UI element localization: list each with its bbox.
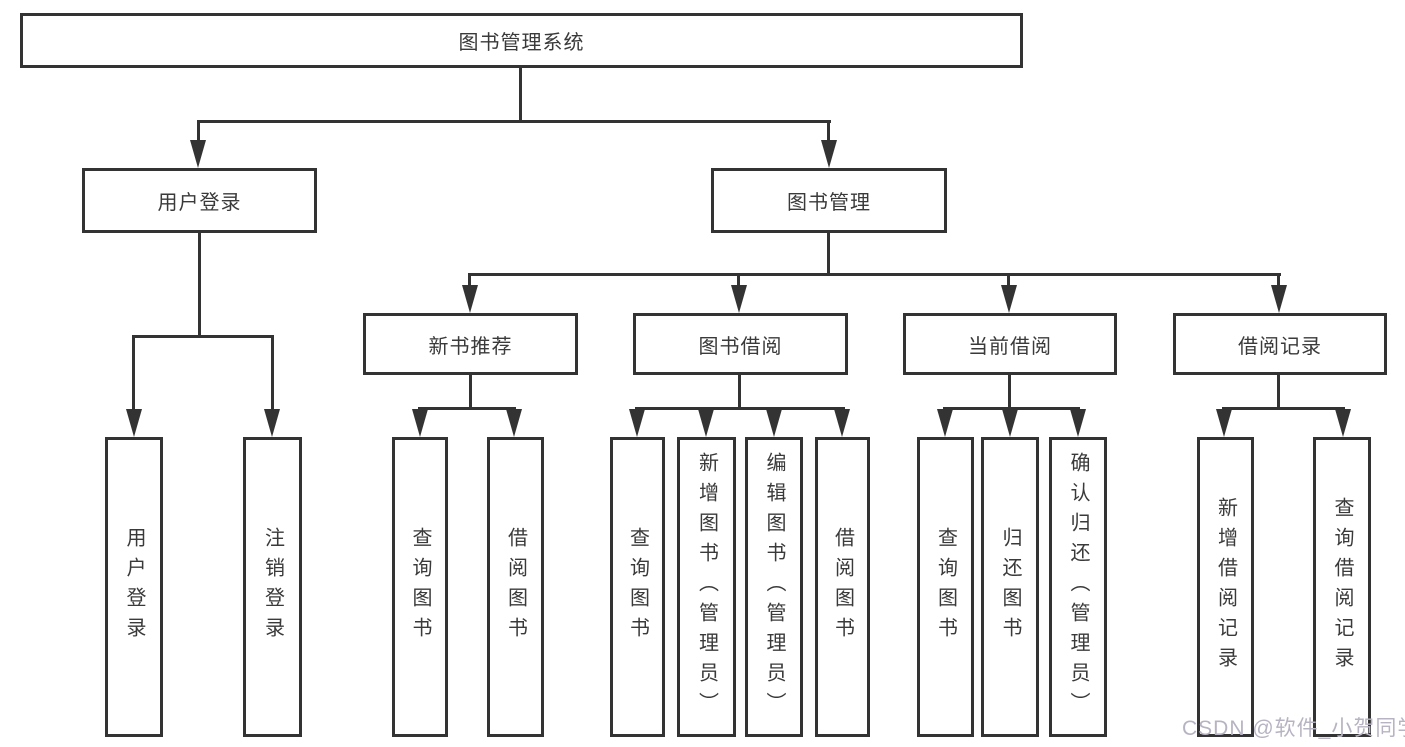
connector-new-book-rec-branch (418, 407, 516, 410)
connector-book-borrow-branch (635, 407, 845, 410)
arrow-down-icon (506, 409, 522, 437)
node-book-borrow: 图书借阅 (633, 313, 848, 375)
leaf-br-query-record-label: 查询借阅记录 (1331, 497, 1353, 677)
leaf-bb-query-books: 查询图书 (610, 437, 665, 737)
connector-level3-stub (737, 273, 740, 287)
connector-root-branch (197, 120, 831, 123)
node-book-mgmt-label: 图书管理 (787, 192, 871, 214)
connector-book-borrow-drop (738, 375, 741, 407)
arrow-down-icon (629, 409, 645, 437)
node-new-book-rec: 新书推荐 (363, 313, 578, 375)
leaf-cb-confirm-return: 确认归还（管理员） (1049, 437, 1107, 737)
node-current-borrow: 当前借阅 (903, 313, 1117, 375)
arrow-down-icon (937, 409, 953, 437)
leaf-nbr-query-books-label: 查询图书 (409, 527, 431, 647)
csdn-watermark: CSDN @软件_小贺同学 (1182, 717, 1405, 740)
arrow-down-icon (731, 285, 747, 313)
connector-book-mgmt-drop (827, 232, 830, 273)
arrow-down-icon (126, 409, 142, 437)
node-current-borrow-label: 当前借阅 (968, 335, 1052, 358)
connector-user-login-drop (198, 233, 201, 335)
node-new-book-rec-label: 新书推荐 (428, 335, 513, 358)
arrow-down-icon (1070, 409, 1086, 437)
leaf-br-add-record: 新增借阅记录 (1197, 437, 1254, 737)
connector-level3-stub (468, 273, 471, 287)
connector-leaf-stub (271, 335, 274, 411)
arrow-down-icon (766, 409, 782, 437)
leaf-nbr-borrow-books: 借阅图书 (487, 437, 544, 737)
node-user-login: 用户登录 (82, 168, 317, 233)
node-book-borrow-label: 图书借阅 (698, 335, 783, 358)
leaf-br-add-record-label: 新增借阅记录 (1214, 497, 1237, 677)
leaf-bb-query-books-label: 查询图书 (626, 527, 649, 647)
connector-user-login-branch (132, 335, 274, 338)
leaf-bb-borrow-books-label: 借阅图书 (831, 527, 854, 647)
arrow-down-icon (1271, 285, 1287, 313)
connector-borrow-records-branch (1222, 407, 1345, 410)
connector-borrow-records-drop (1277, 375, 1280, 407)
leaf-bb-borrow-books: 借阅图书 (815, 437, 870, 737)
connector-root-drop (519, 68, 522, 120)
arrow-down-icon (412, 409, 428, 437)
leaf-nbr-borrow-books-label: 借阅图书 (504, 527, 527, 647)
node-borrow-records-label: 借阅记录 (1238, 335, 1322, 358)
leaf-cb-query-books-label: 查询图书 (934, 527, 957, 647)
connector-current-borrow-branch (943, 407, 1080, 410)
arrow-down-icon (264, 409, 280, 437)
arrow-down-icon (1002, 409, 1018, 437)
leaf-bb-add-books: 新增图书（管理员） (677, 437, 736, 737)
connector-leaf-stub (132, 335, 135, 411)
leaf-user-login: 用户登录 (105, 437, 163, 737)
leaf-br-query-record: 查询借阅记录 (1313, 437, 1371, 737)
connector-level3-stub (1007, 273, 1010, 287)
leaf-logout: 注销登录 (243, 437, 302, 737)
arrow-down-icon (1001, 285, 1017, 313)
arrow-down-icon (190, 140, 206, 168)
node-root: 图书管理系统 (20, 13, 1023, 68)
leaf-nbr-query-books: 查询图书 (392, 437, 448, 737)
node-borrow-records: 借阅记录 (1173, 313, 1387, 375)
connector-new-book-rec-drop (469, 375, 472, 407)
node-user-login-label: 用户登录 (157, 192, 242, 214)
connector-level3-stub (1277, 273, 1280, 287)
node-root-label: 图书管理系统 (458, 32, 585, 54)
arrow-down-icon (834, 409, 850, 437)
connector-book-mgmt-branch (468, 273, 1281, 276)
node-book-mgmt: 图书管理 (711, 168, 947, 233)
leaf-cb-confirm-return-label: 确认归还（管理员） (1067, 452, 1089, 722)
connector-current-borrow-drop (1008, 375, 1011, 407)
arrow-down-icon (462, 285, 478, 313)
leaf-bb-edit-books: 编辑图书（管理员） (745, 437, 803, 737)
leaf-bb-add-books-label: 新增图书（管理员） (695, 452, 718, 722)
leaf-logout-label: 注销登录 (261, 527, 284, 647)
arrow-down-icon (698, 409, 714, 437)
arrow-down-icon (821, 140, 837, 168)
connector-book-mgmt-stub (827, 120, 830, 145)
leaf-bb-edit-books-label: 编辑图书（管理员） (763, 452, 785, 722)
arrow-down-icon (1216, 409, 1232, 437)
leaf-user-login-label: 用户登录 (123, 527, 145, 647)
leaf-cb-query-books: 查询图书 (917, 437, 974, 737)
arrow-down-icon (1335, 409, 1351, 437)
leaf-cb-return-books-label: 归还图书 (999, 527, 1021, 647)
leaf-cb-return-books: 归还图书 (981, 437, 1039, 737)
connector-user-login-stub (197, 120, 200, 145)
